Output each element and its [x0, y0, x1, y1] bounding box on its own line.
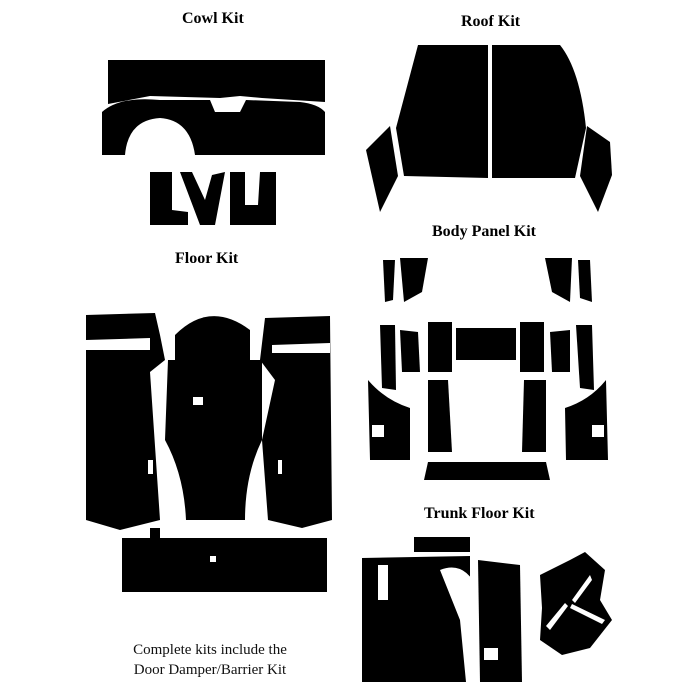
floor-kit-pieces [86, 313, 332, 592]
body-panel-center-right-lower [522, 380, 546, 452]
floor-hole-4 [210, 556, 216, 562]
roof-left-half [396, 45, 488, 178]
cowl-vent-piece-2 [180, 172, 225, 225]
kit-note-line2: Door Damper/Barrier Kit [133, 662, 287, 678]
cowl-vent-piece-1 [150, 172, 188, 225]
cowl-kit-label: Cowl Kit [182, 10, 244, 27]
body-panel-left-upper-2 [400, 258, 428, 302]
floor-hole-2 [278, 460, 282, 474]
roof-kit-pieces [366, 45, 612, 212]
body-panel-center-top [456, 328, 516, 360]
roof-right-rear-piece [580, 126, 612, 212]
body-panel-hole-right [592, 425, 604, 437]
body-panel-hole-left [372, 425, 384, 437]
body-panel-kit-pieces [368, 258, 608, 480]
body-panel-left-upper-1 [383, 260, 395, 302]
floor-tunnel-upper [175, 316, 250, 360]
body-panel-left-mid-1 [380, 325, 396, 390]
trunk-fan-cut-2 [570, 604, 605, 624]
body-panel-left-mid-2 [400, 330, 420, 372]
trunk-fan-piece [540, 552, 612, 655]
body-panel-center-frame-left [428, 322, 452, 372]
floor-rear-piece [122, 538, 327, 592]
body-panel-center-left-lower [428, 380, 452, 452]
body-panel-right-mid-1 [550, 330, 570, 372]
floor-left-panel [86, 313, 165, 530]
cowl-top-piece [108, 60, 325, 104]
body-panel-center-frame-right [520, 322, 544, 372]
trunk-fan-cut-3 [546, 603, 568, 630]
cowl-vent-piece-3 [230, 172, 276, 225]
roof-left-rear-piece [366, 126, 398, 212]
body-panel-right-lower [565, 380, 608, 460]
floor-hole-3 [193, 397, 203, 405]
trunk-main-right [478, 560, 522, 682]
trunk-floor-kit-label: Trunk Floor Kit [424, 505, 535, 522]
floor-right-top-strip [272, 343, 330, 353]
roof-right-half [492, 45, 586, 178]
floor-right-panel [260, 316, 332, 528]
floor-rear-notch [150, 528, 160, 540]
kit-note-line1: Complete kits include the [133, 642, 287, 658]
trunk-hole [484, 648, 498, 660]
roof-kit-label: Roof Kit [461, 13, 521, 30]
body-panel-bottom-strip [424, 462, 550, 480]
body-panel-kit-label: Body Panel Kit [432, 223, 537, 240]
trunk-main-left [362, 556, 470, 682]
floor-hole-1 [148, 460, 153, 474]
floor-kit-label: Floor Kit [175, 250, 239, 267]
kit-note: Complete kits include the Door Damper/Ba… [110, 640, 310, 680]
trunk-fan-cut-1 [572, 575, 592, 603]
body-panel-right-mid-2 [576, 325, 594, 390]
trunk-floor-kit-pieces [362, 537, 612, 682]
body-panel-right-upper-1 [545, 258, 572, 302]
trunk-top-strip [414, 537, 470, 552]
cowl-kit-pieces [102, 60, 325, 225]
body-panel-right-upper-2 [578, 260, 592, 302]
trunk-spare-cutout [440, 567, 478, 682]
body-panel-left-lower [368, 380, 410, 460]
floor-left-top-strip [86, 338, 150, 350]
cowl-lower-piece [102, 99, 325, 155]
trunk-side-piece-left [378, 565, 388, 600]
floor-tunnel-center [165, 360, 262, 520]
